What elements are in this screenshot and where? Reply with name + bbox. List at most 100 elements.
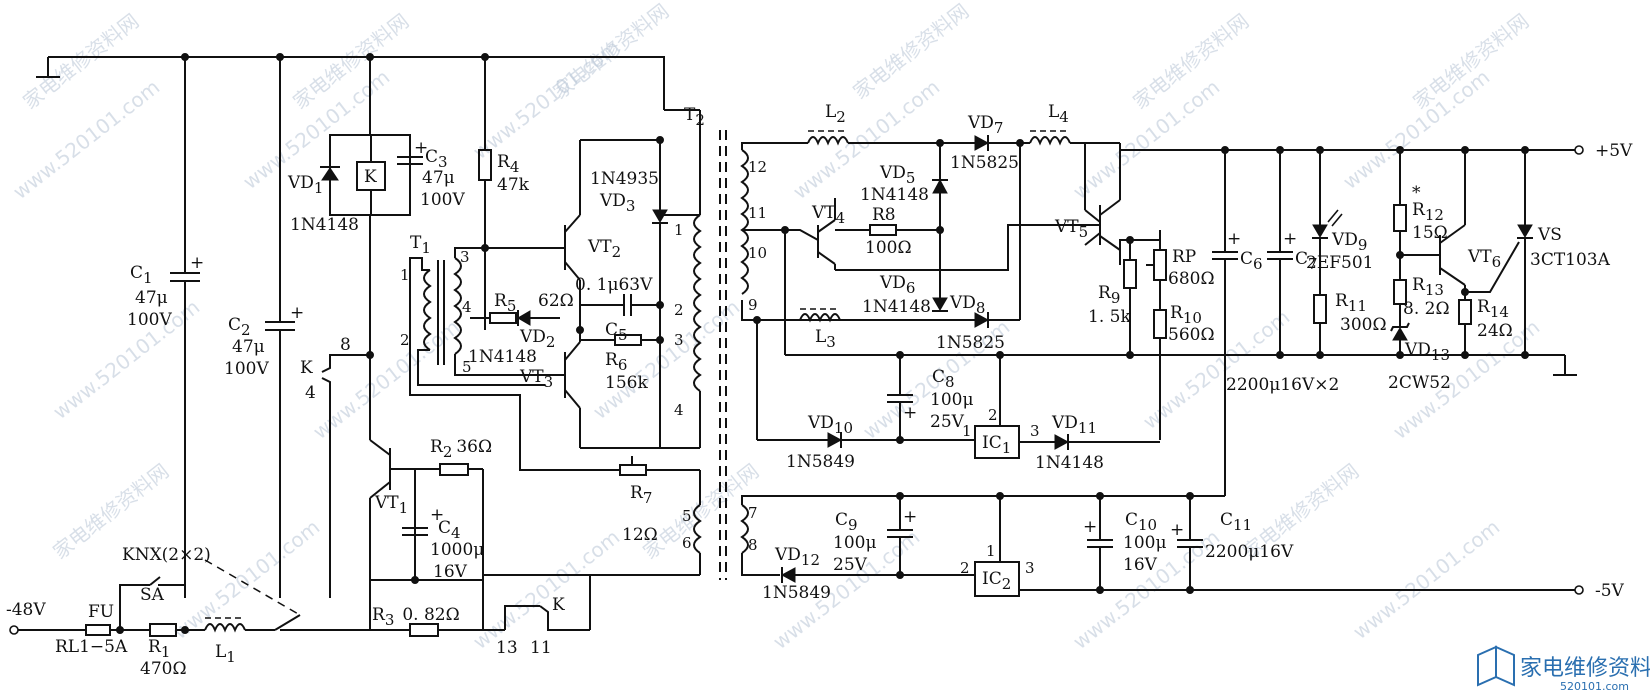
c6-plus: + [1227,229,1241,249]
r1-label: R1 [148,637,170,661]
c10-value-2: 16V [1123,555,1158,575]
r5-label: R5 [494,291,516,315]
r1-value: 470Ω [140,659,187,679]
minus5-section: VD12 1N5849 + C9 100μ 25V IC2 1 2 3 -5V … [741,492,1625,603]
relay-k-label: K [364,167,377,187]
l1-label: L1 [215,642,236,666]
r4-label: R4 [497,152,519,176]
r12-star: * [1412,183,1421,203]
t2-pin-2: 2 [674,301,684,319]
vd5-part: 1N4148 [860,185,929,205]
terminal-plus5-label: +5V [1595,141,1633,161]
k-label-left: K [300,358,313,378]
logo-text: 家电维修资料网 [1520,656,1650,681]
vt5-feedback: VT5 R9 1. 5k RP 680Ω R10 560Ω [1054,143,1215,440]
c10-plus: + [1083,517,1097,537]
r14-value: 24Ω [1477,321,1513,341]
l3-label: L3 [815,327,836,351]
k-pin-13: 13 [496,638,518,658]
c1-label: C1 [130,263,153,287]
t2-pin-11: 11 [748,204,767,222]
fuse-part: RL1−5A [55,637,128,657]
vd6-label: VD6 [879,273,915,297]
capacitor-c2: + C2 47μ 100V [224,57,304,598]
c5-value: 0. 1μ63V [575,275,653,295]
c67-value: 2200μ16V×2 [1226,375,1339,395]
terminal-minus5 [1574,585,1584,595]
r10-label: R10 [1170,303,1202,327]
vd12-label: VD12 [774,545,820,569]
switch-knx-label: KNX(2×2) [122,545,211,565]
vd10-label: VD10 [807,413,853,437]
l4-label: L4 [1048,102,1069,126]
transformer-t2-primary: T2 1 2 3 4 5 6 [660,105,727,580]
c8-value-1: 100μ [930,390,974,410]
k-pin-8: 8 [340,335,351,355]
vt2-label: VT2 [587,237,621,261]
r10-value: 560Ω [1168,325,1215,345]
fuse-label: FU [88,602,114,622]
vd11-part: 1N4148 [1035,453,1104,473]
t1-label: T1 [410,233,431,257]
r14-label: R14 [1477,297,1509,321]
ic1-label: IC1 [982,433,1011,457]
t2-pin-4: 4 [674,401,684,419]
terminal-neg48 [9,625,19,635]
vd13-part: 2CW52 [1388,373,1451,393]
vd3-c5-r6: 1N4935 VD3 0. 1μ63V C5 R6 156k [575,136,700,449]
terminal-neg48-label: -48V [6,600,46,620]
ic2-box [974,561,1020,597]
c4-value-2: 16V [433,562,468,582]
vd2-part: 1N4148 [468,347,537,367]
logo-url: 520101.com [1560,680,1629,693]
c8-plus: + [903,403,917,423]
t2-pin-1: 1 [674,221,684,239]
vd3-label: VD3 [599,191,635,215]
r9-value: 1. 5k [1088,307,1131,327]
ic1-pin-2: 2 [988,406,998,424]
watermark-text: www.520101.com [1338,65,1494,194]
ic2-pin-2: 2 [960,559,970,577]
c9-value-2: 25V [833,555,868,575]
k-pin-11: 11 [530,638,552,658]
vs-label: VS [1537,225,1562,245]
r6-label: R6 [605,350,627,374]
r13-label: R13 [1412,275,1444,299]
r7-value: 12Ω [622,525,658,545]
vd11-label: VD11 [1051,413,1097,437]
vd12-part: 1N5849 [762,583,831,603]
relay-contact-8-4: K 8 4 [300,335,370,598]
vt6-label: VT6 [1467,247,1501,271]
rp-label: RP [1172,247,1196,267]
c7-plus: + [1283,229,1297,249]
r13-value: 8. 2Ω [1403,299,1450,319]
vd9-part: 2EF501 [1306,253,1373,273]
c8-label: C8 [932,367,955,391]
r7-label: R7 [630,483,652,507]
vd8-label: VD8 [949,293,985,317]
relay-k-block: K VD1 1N4148 + C3 47μ 100V [287,57,465,359]
switch-sa-label: SA [140,585,165,605]
vd9-label: VD9 [1331,230,1367,254]
vt5-label: VT5 [1054,217,1088,241]
vd7-label: VD7 [967,113,1003,137]
r11-value: 300Ω [1340,315,1387,335]
vd10-part: 1N5849 [786,452,855,472]
terminal-plus5 [1574,145,1584,155]
t1-pin-2: 2 [400,331,410,349]
plus5-rectifier: L2 VD7 1N5825 L4 VD5 1N4148 VD6 1N4148 [741,102,1577,376]
c4-value-1: 1000μ [430,540,484,560]
c3-label: C3 [425,147,448,171]
vd1-label: VD1 [287,173,323,197]
ic1-pin-1: 1 [962,422,972,440]
c4-label: C4 [438,518,461,542]
vd7-part: 1N5825 [950,153,1019,173]
watermark-text: www.520101.com [308,315,464,444]
vt4-label: VT4 [811,203,845,227]
t2-pin-9: 9 [748,296,758,314]
capacitor-c1: + C1 47μ 100V [127,57,204,598]
c1-value-1: 47μ [135,288,168,308]
r6-value: 156k [605,373,648,393]
